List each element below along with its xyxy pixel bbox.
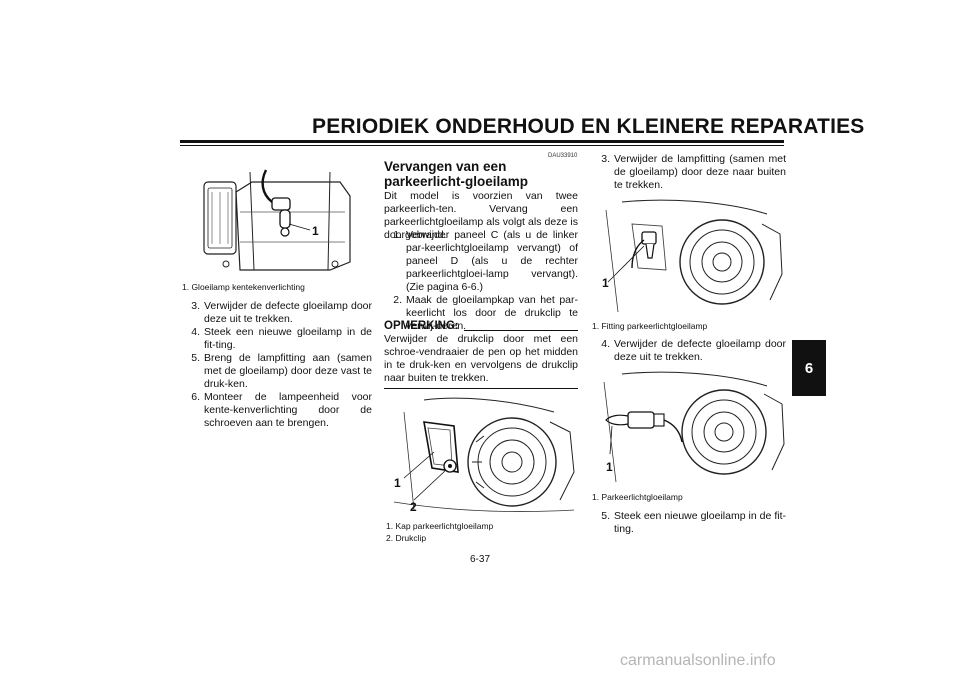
note-text: Verwijder de drukclip door met een schro… [384,333,578,384]
step-item: 2.Maak de gloeilampkap van het par-keerl… [393,294,578,332]
figure-caption: 1. Kap parkeerlichtgloeilamp [386,521,494,531]
step-item: 5.Steek een nieuwe gloeilamp in de fit-t… [601,510,786,535]
step-item: 5.Breng de lampfitting aan (samen met de… [191,352,372,390]
step-item: 3.Verwijder de defecte gloeilamp door de… [191,300,372,325]
chapter-tab: 6 [792,340,826,396]
left-steps: 3.Verwijder de defecte gloeilamp door de… [182,300,372,430]
step-item: 1.Verwijder paneel C (als u de linker pa… [393,229,578,293]
figure-caption: 1. Parkeerlichtgloeilamp [592,492,683,502]
figure-callout: 1 [312,224,319,238]
parking-light-cover-illustration [393,397,575,512]
section-heading: Vervangen van een parkeerlicht-gloeilamp [384,159,529,189]
figure-callout: 1 [606,460,613,474]
header-rule [180,140,784,143]
intro-paragraph: Dit model is voorzien van twee parkeerli… [384,190,578,241]
document-code: DAU33910 [548,153,578,159]
figure-callout: 2 [410,500,417,514]
step-item: 6.Monteer de lampeenheid voor kente-kenv… [191,391,372,429]
note-rule-top [464,330,578,331]
figure-callout: 1 [602,276,609,290]
figure-caption: 1. Gloeilamp kentekenverlichting [182,282,305,292]
right-steps-mid: 4.Verwijder de defecte gloeilamp door de… [592,338,786,364]
step-item: 3.Verwijder de lampfitting (samen met de… [601,153,786,191]
figure-caption: 2. Drukclip [386,533,427,543]
step-item: 4.Verwijder de defecte gloeilamp door de… [601,338,786,363]
right-steps-bottom: 5.Steek een nieuwe gloeilamp in de fit-t… [592,510,786,536]
note-heading: OPMERKING: [384,320,459,332]
parking-light-bulb-illustration [603,371,785,483]
page-title: PERIODIEK ONDERHOUD EN KLEINERE REPARATI… [312,115,865,138]
middle-steps: 1.Verwijder paneel C (als u de linker pa… [384,229,578,333]
page-number: 6-37 [469,554,490,565]
figure-caption: 1. Fitting parkeerlichtgloeilamp [592,321,708,331]
watermark: carmanualsonline.info [620,652,776,669]
note-rule-bottom [384,388,578,389]
figure-callout: 1 [394,476,401,490]
parking-light-socket-illustration [605,199,783,313]
right-steps-top: 3.Verwijder de lampfitting (samen met de… [592,153,786,192]
header-rule-thin [180,145,784,146]
step-item: 4.Steek een nieuwe gloeilamp in de fit-t… [191,326,372,351]
license-plate-light-illustration [203,169,351,271]
